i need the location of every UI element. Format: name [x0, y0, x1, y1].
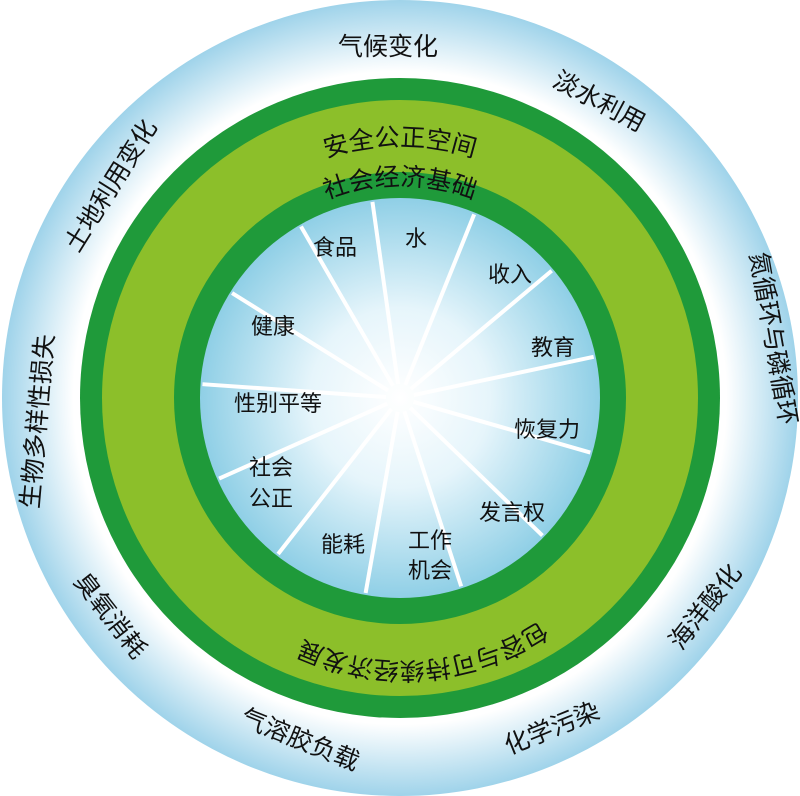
climate-change-label: 气候变化: [338, 32, 438, 61]
spoke-line: [412, 399, 591, 455]
spoke-line: [231, 291, 390, 393]
spoke-line: [413, 354, 595, 398]
jobs-label-line1: 工作: [408, 529, 452, 554]
spoke-line: [202, 382, 387, 400]
resilience-label: 恢复力: [514, 418, 580, 443]
social-equity-label-line2: 公正: [249, 487, 293, 512]
jobs-label-line2: 机会: [408, 559, 452, 584]
spoke-line: [403, 213, 477, 386]
health-label: 健康: [251, 315, 295, 340]
education-label: 教育: [531, 336, 575, 361]
social-equity-label-line1: 社会: [249, 456, 293, 481]
spoke-line: [402, 410, 464, 587]
spoke-line: [276, 407, 393, 556]
energy-label: 能耗: [321, 533, 365, 558]
income-label: 收入: [488, 263, 532, 288]
spoke-line: [363, 411, 400, 594]
spoke-line: [409, 269, 553, 391]
core-spokes: [202, 201, 595, 594]
core-circle: [200, 198, 600, 598]
spoke-line: [370, 201, 401, 385]
gender-equality-label: 性别平等: [234, 392, 322, 417]
food-label: 食品: [313, 236, 357, 261]
spoke-line: [218, 401, 389, 481]
spoke-line: [299, 225, 395, 387]
water-label: 水: [405, 227, 427, 252]
voice-label: 发言权: [479, 501, 545, 526]
spoke-line: [408, 406, 544, 537]
